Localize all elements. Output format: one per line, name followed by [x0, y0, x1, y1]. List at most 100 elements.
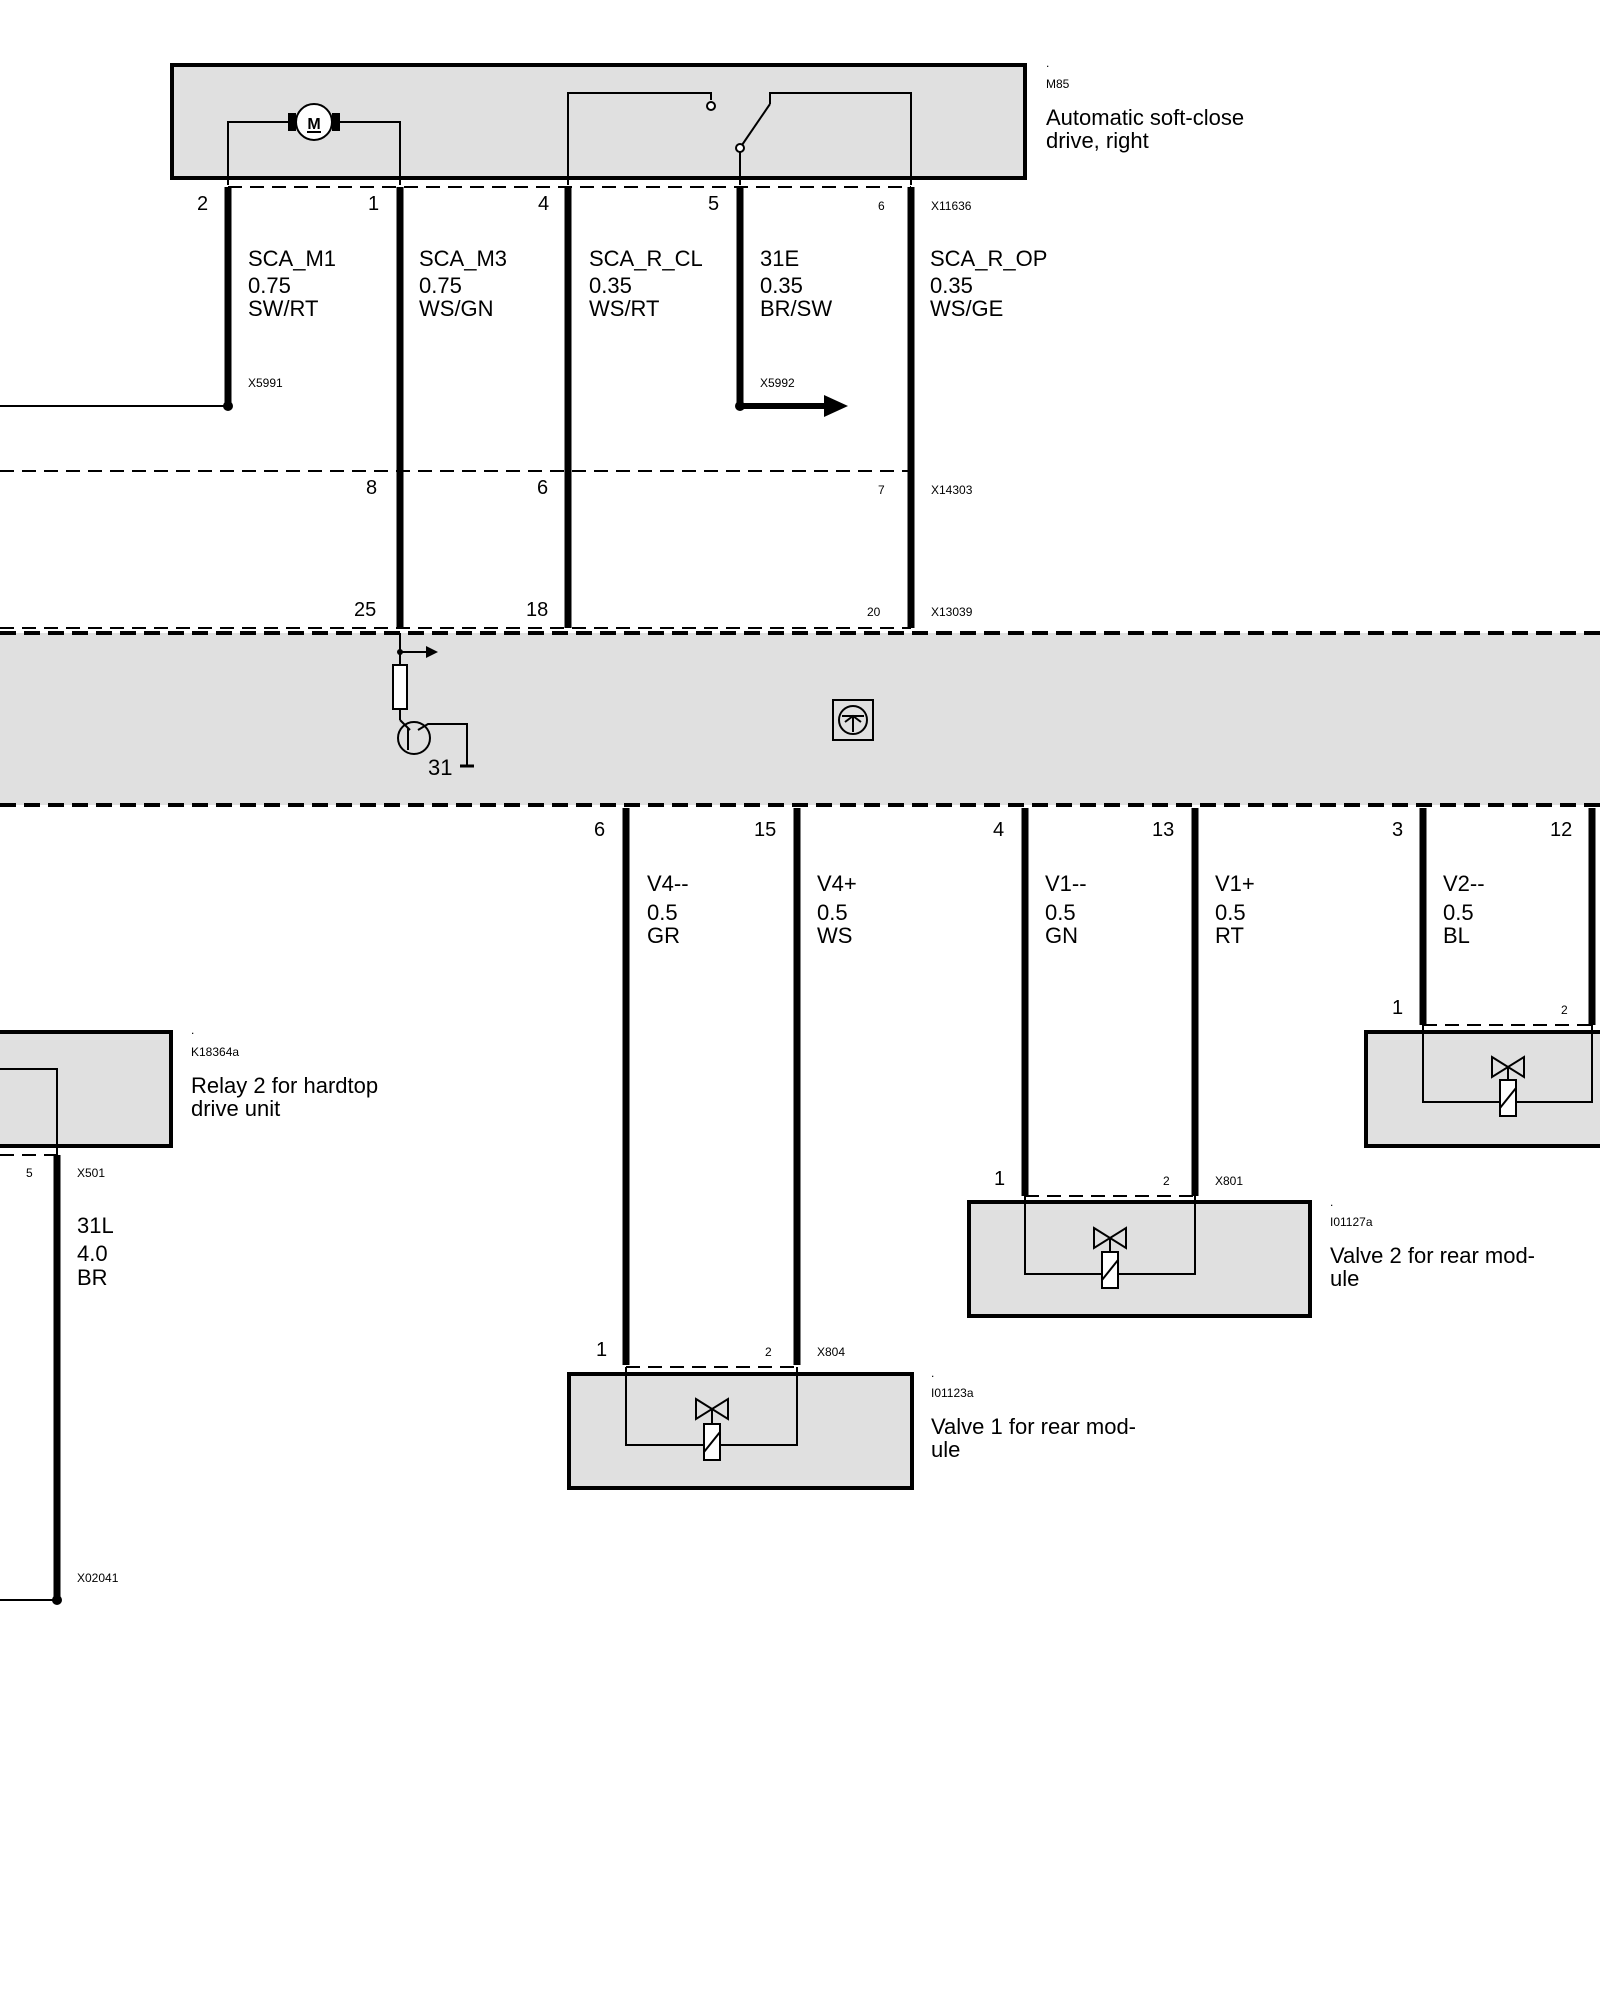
- svg-text:GN: GN: [1045, 923, 1078, 948]
- svg-text:SCA_M1: SCA_M1: [248, 246, 336, 271]
- svg-text:15: 15: [754, 819, 776, 841]
- svg-text:0.35: 0.35: [589, 273, 632, 298]
- esd-sensitive-icon: [832, 699, 874, 741]
- svg-text:0.5: 0.5: [1215, 900, 1246, 925]
- switch-icon: [741, 103, 771, 146]
- control-unit-bottom-pins: 6 15 4 13 3 12: [594, 819, 1572, 841]
- svg-text:5: 5: [26, 1166, 33, 1180]
- svg-text:SCA_R_CL: SCA_R_CL: [589, 246, 703, 271]
- svg-text:12: 12: [1550, 819, 1572, 841]
- svg-text:M85: M85: [1046, 77, 1070, 91]
- svg-text:0.5: 0.5: [647, 900, 678, 925]
- relay-k18364a: 5 X501 . K18364a Relay 2 for hardtop dri…: [0, 1023, 378, 1605]
- svg-text:BL: BL: [1443, 923, 1470, 948]
- svg-text:1: 1: [596, 1339, 607, 1361]
- svg-text:Valve 2 for rear mod-: Valve 2 for rear mod-: [1330, 1243, 1535, 1268]
- svg-text:Relay 2 for hardtop: Relay 2 for hardtop: [191, 1073, 378, 1098]
- splice-x5992: X5992: [735, 376, 848, 417]
- svg-text:X804: X804: [817, 1345, 845, 1359]
- svg-text:V1--: V1--: [1045, 871, 1087, 896]
- svg-text:SW/RT: SW/RT: [248, 296, 318, 321]
- svg-text:K18364a: K18364a: [191, 1045, 239, 1059]
- svg-text:0.5: 0.5: [1045, 900, 1076, 925]
- svg-text:1: 1: [994, 1168, 1005, 1190]
- relay-housing: [0, 1030, 173, 1148]
- svg-text:31L: 31L: [77, 1213, 114, 1238]
- svg-text:SCA_M3: SCA_M3: [419, 246, 507, 271]
- svg-text:X501: X501: [77, 1166, 105, 1180]
- svg-text:3: 3: [1392, 819, 1403, 841]
- svg-text:0.5: 0.5: [1443, 900, 1474, 925]
- svg-text:13: 13: [1152, 819, 1174, 841]
- svg-text:ule: ule: [931, 1437, 960, 1462]
- svg-text:2: 2: [765, 1345, 772, 1359]
- svg-text:7: 7: [878, 483, 885, 497]
- valve-icon: [1093, 1226, 1127, 1250]
- arrow-right-icon: [426, 646, 438, 658]
- svg-text:2: 2: [197, 193, 208, 215]
- svg-text:31: 31: [428, 755, 452, 780]
- svg-text:X11636: X11636: [931, 199, 972, 213]
- resistor-icon: [392, 664, 408, 710]
- svg-text:.: .: [1046, 56, 1049, 70]
- svg-text:2: 2: [1163, 1174, 1170, 1188]
- svg-text:RT: RT: [1215, 923, 1244, 948]
- svg-text:0.5: 0.5: [817, 900, 848, 925]
- motor-icon: [295, 103, 333, 141]
- svg-text:X801: X801: [1215, 1174, 1243, 1188]
- arrow-right-icon: [824, 395, 848, 417]
- valve-1-i01123a: 1 2 X804 . I01123a Valve 1 for rear mod-…: [567, 1339, 1136, 1490]
- svg-text:0.35: 0.35: [930, 273, 973, 298]
- svg-text:5: 5: [708, 193, 719, 215]
- svg-text:drive unit: drive unit: [191, 1096, 280, 1121]
- bottom-wires: V4-- 0.5 GR V4+ 0.5 WS V1-- 0.5 GN V1+ 0…: [622, 808, 1596, 1365]
- svg-text:4: 4: [538, 193, 549, 215]
- svg-text:0.35: 0.35: [760, 273, 803, 298]
- svg-text:WS/RT: WS/RT: [589, 296, 659, 321]
- svg-text:M: M: [307, 116, 320, 133]
- svg-text:SCA_R_OP: SCA_R_OP: [930, 246, 1047, 271]
- svg-text:.: .: [931, 1366, 934, 1380]
- svg-text:0.75: 0.75: [248, 273, 291, 298]
- svg-text:.: .: [1330, 1195, 1333, 1209]
- svg-text:BR/SW: BR/SW: [760, 296, 832, 321]
- svg-text:1: 1: [1392, 997, 1403, 1019]
- valve-2-i01127a: 1 2 X801 . I01127a Valve 2 for rear mod-…: [967, 1168, 1535, 1318]
- control-unit: 31: [0, 631, 1600, 807]
- svg-text:31E: 31E: [760, 246, 799, 271]
- connector-x13039: 25 18 20 X13039: [0, 599, 973, 629]
- svg-text:drive, right: drive, right: [1046, 128, 1149, 153]
- svg-text:25: 25: [354, 599, 376, 621]
- connector-x14303: 8 6 7 X14303: [0, 470, 973, 499]
- svg-text:8: 8: [366, 477, 377, 499]
- control-unit-housing: [0, 633, 1600, 805]
- svg-text:6: 6: [594, 819, 605, 841]
- valve-1-housing: [567, 1372, 914, 1490]
- svg-text:X14303: X14303: [931, 483, 973, 497]
- svg-text:6: 6: [537, 477, 548, 499]
- svg-text:Valve 1 for rear mod-: Valve 1 for rear mod-: [931, 1414, 1136, 1439]
- valve-icon: [695, 1397, 729, 1421]
- svg-text:4.0: 4.0: [77, 1241, 108, 1266]
- svg-text:6: 6: [878, 199, 885, 213]
- svg-text:0.75: 0.75: [419, 273, 462, 298]
- svg-text:X13039: X13039: [931, 605, 973, 619]
- valve-3-housing: [1364, 1030, 1600, 1148]
- svg-text:X5992: X5992: [760, 376, 795, 390]
- svg-text:WS: WS: [817, 923, 852, 948]
- svg-text:GR: GR: [647, 923, 680, 948]
- svg-text:4: 4: [993, 819, 1004, 841]
- valve-3: 1 2: [1364, 997, 1600, 1148]
- svg-text:V1+: V1+: [1215, 871, 1255, 896]
- top-wires: SCA_M1 0.75 SW/RT SCA_M3 0.75 WS/GN SCA_…: [224, 187, 1047, 628]
- valve-icon: [1491, 1055, 1525, 1079]
- svg-text:ule: ule: [1330, 1266, 1359, 1291]
- svg-text:I01127a: I01127a: [1330, 1215, 1373, 1229]
- transistor-icon: [397, 721, 431, 755]
- svg-text:X5991: X5991: [248, 376, 283, 390]
- valve-2-housing: [967, 1200, 1312, 1318]
- m85-soft-close-drive: M . M85 Automatic soft-close drive, righ…: [170, 56, 1244, 185]
- svg-text:V2--: V2--: [1443, 871, 1485, 896]
- svg-text:18: 18: [526, 599, 548, 621]
- svg-text:1: 1: [368, 193, 379, 215]
